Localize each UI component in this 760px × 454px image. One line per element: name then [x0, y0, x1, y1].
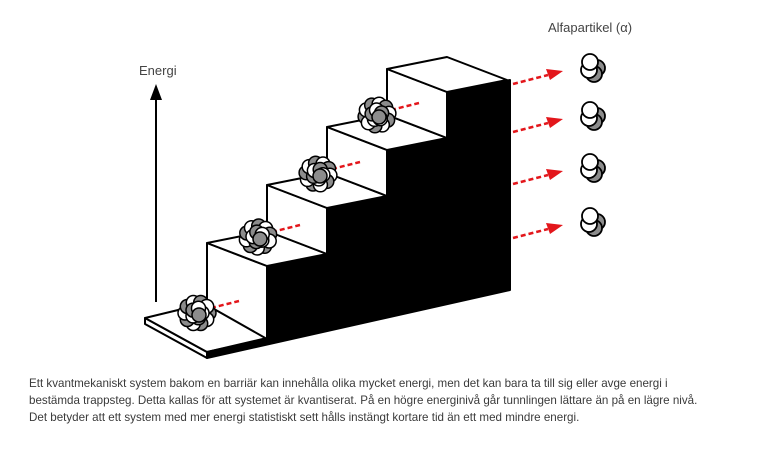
emission-arrowhead — [546, 69, 563, 80]
alpha-nucleon-icon — [581, 153, 599, 171]
tunneling-dash-line — [210, 299, 240, 310]
caption-line: Ett kvantmekaniskt system bakom en barri… — [29, 377, 668, 390]
emission-arrow-line — [512, 173, 549, 186]
tunneling-dash-line — [390, 101, 420, 112]
emission-arrow-line — [512, 227, 549, 240]
step-tread-4 — [386, 56, 508, 93]
caption: Ett kvantmekaniskt system bakom en barri… — [29, 375, 749, 426]
caption-line: Det betyder att ett system med mer energ… — [29, 411, 580, 424]
emission-arrowhead — [546, 117, 563, 128]
emission-arrow-line — [512, 121, 549, 134]
alpha-nucleon-icon — [581, 101, 599, 119]
emission-arrow-line — [512, 73, 549, 86]
alpha-particle-label: Alfapartikel (α) — [548, 20, 633, 35]
tunneling-dash-line — [271, 223, 301, 234]
emission-arrowhead — [546, 169, 563, 180]
caption-line: bestämda trappsteg. Detta kallas för att… — [29, 394, 698, 407]
nucleon-icon — [312, 168, 328, 184]
alpha-nucleon-icon — [581, 207, 599, 225]
nucleon-icon — [191, 307, 207, 323]
emission-arrowhead — [546, 223, 563, 234]
tunneling-dash-line — [331, 160, 361, 171]
nucleon-icon — [252, 231, 268, 247]
alpha-nucleon-icon — [581, 53, 599, 71]
nucleon-icon — [371, 109, 387, 125]
energy-axis-arrowhead — [150, 84, 162, 100]
energy-axis-label: Energi — [139, 63, 177, 78]
